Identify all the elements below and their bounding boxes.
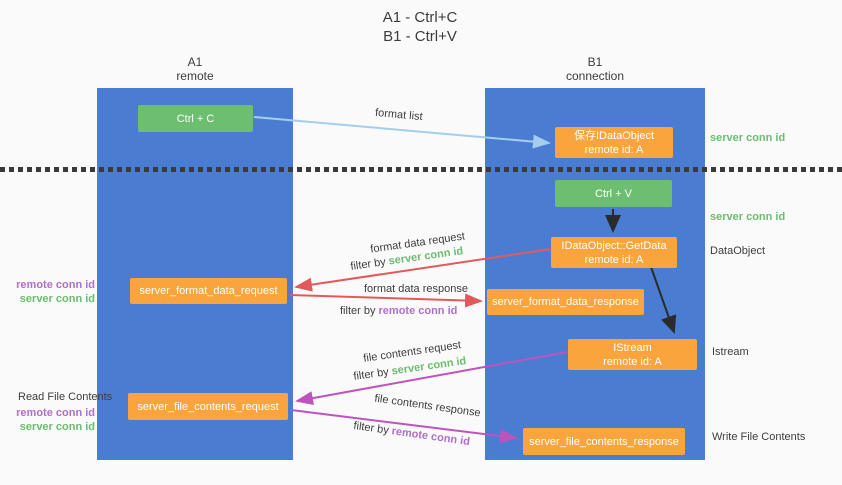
- arrow-format-list: [253, 116, 551, 149]
- lifeline-header-a1: A1 remote: [97, 55, 293, 83]
- node-server-file-contents-response-label: server_file_contents_response: [529, 435, 679, 448]
- node-istream: IStream remote id: A: [568, 339, 697, 370]
- node-idataobject-getdata-line2: remote id: A: [584, 253, 644, 266]
- label-server-conn-id-left-1: server conn id: [19, 293, 95, 305]
- node-server-format-data-response-label: server_format_data_response: [492, 296, 639, 308]
- node-server-file-contents-response: server_file_contents_response: [523, 428, 685, 455]
- filter-key-remote-conn-id: remote conn id: [378, 305, 458, 317]
- lifeline-header-b1: B1 connection: [485, 55, 705, 83]
- label-server-conn-id-right-1: server conn id: [710, 132, 786, 144]
- label-server-conn-id-left-2: server conn id: [19, 421, 95, 433]
- node-server-file-contents-request-label: server_file_contents_request: [137, 400, 279, 413]
- label-istream: Istream: [712, 346, 749, 358]
- node-ctrl-c: Ctrl + C: [138, 105, 253, 132]
- arrow-file-contents-response: [290, 409, 518, 443]
- node-ctrl-v: Ctrl + V: [555, 180, 672, 207]
- label-server-conn-id-right-2: server conn id: [710, 211, 786, 223]
- arrow-format-data-request: [294, 248, 552, 292]
- node-idataobject-getdata-line1: IDataObject::GetData: [561, 239, 667, 252]
- arrow-getdata-to-istream: [650, 266, 677, 334]
- arrow-file-contents-request: [295, 351, 568, 406]
- diagram-title: A1 - Ctrl+C B1 - Ctrl+V: [330, 8, 510, 46]
- node-server-file-contents-request: server_file_contents_request: [128, 393, 288, 420]
- arrow-format-data-response: [289, 293, 483, 308]
- lifeline-a1-name: A1: [187, 55, 203, 69]
- node-server-format-data-request-label: server_format_data_request: [139, 285, 278, 297]
- label-remote-conn-id-left-1: remote conn id: [16, 279, 95, 291]
- node-ctrl-v-label: Ctrl + V: [595, 187, 632, 200]
- phase-separator-dotted-line: [0, 167, 842, 172]
- node-server-format-data-response: server_format_data_response: [487, 289, 644, 315]
- node-istream-line2: remote id: A: [603, 355, 662, 368]
- node-ctrl-c-label: Ctrl + C: [176, 112, 215, 125]
- lifeline-b1-name: B1: [587, 55, 603, 69]
- node-istream-line1: IStream: [613, 341, 652, 354]
- node-save-idataobject-line1: 保存IDataObject: [573, 129, 655, 142]
- filter-prefix: filter by: [340, 305, 379, 317]
- label-remote-conn-id-left-2: remote conn id: [16, 407, 95, 419]
- label-format-data-response: format data response: [364, 283, 468, 295]
- node-save-idataobject: 保存IDataObject remote id: A: [555, 127, 673, 158]
- node-server-format-data-request: server_format_data_request: [130, 278, 287, 304]
- lifeline-b1-role: connection: [565, 69, 625, 83]
- lifeline-a1-role: remote: [176, 69, 214, 83]
- node-idataobject-getdata: IDataObject::GetData remote id: A: [551, 237, 677, 268]
- title-line-a1: A1 - Ctrl+C: [382, 9, 458, 26]
- node-save-idataobject-line2: remote id: A: [584, 143, 644, 156]
- label-write-file-contents: Write File Contents: [712, 431, 806, 443]
- label-dataobject: DataObject: [710, 245, 766, 257]
- title-line-b1: B1 - Ctrl+V: [383, 28, 457, 45]
- label-filter-by-remote-conn-id-1: filter by remote conn id: [340, 305, 457, 317]
- label-read-file-contents: Read File Contents: [18, 391, 113, 403]
